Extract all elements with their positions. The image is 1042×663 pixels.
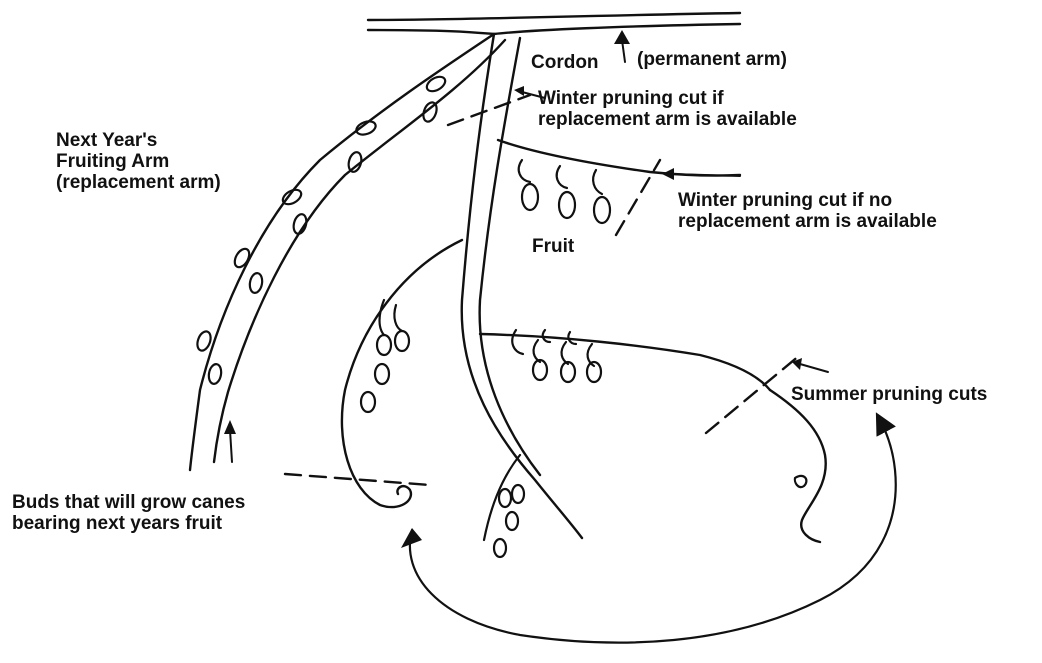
loop-shoot bbox=[342, 240, 462, 507]
summer-cut-marks bbox=[706, 355, 800, 433]
winter-cut-no-replacement-label: Winter pruning cut if no replacement arm… bbox=[678, 190, 937, 232]
replacement-arm bbox=[190, 34, 505, 470]
cordon-label: Cordon bbox=[531, 52, 599, 73]
fruit-label: Fruit bbox=[532, 236, 574, 257]
permanent-arm-label: (permanent arm) bbox=[637, 49, 787, 70]
next-year-arm-label: Next Year's Fruiting Arm (replacement ar… bbox=[56, 130, 221, 193]
right-shoot bbox=[770, 390, 826, 542]
lower-fruit bbox=[484, 455, 524, 557]
summer-cuts-label: Summer pruning cuts bbox=[791, 384, 987, 405]
cycle-arrow bbox=[401, 420, 896, 643]
winter-cut-replacement-label: Winter pruning cut if replacement arm is… bbox=[538, 88, 797, 130]
middle-shoot bbox=[480, 330, 770, 390]
buds-label: Buds that will grow canes bearing next y… bbox=[12, 492, 245, 534]
cordon-branch bbox=[368, 13, 740, 34]
